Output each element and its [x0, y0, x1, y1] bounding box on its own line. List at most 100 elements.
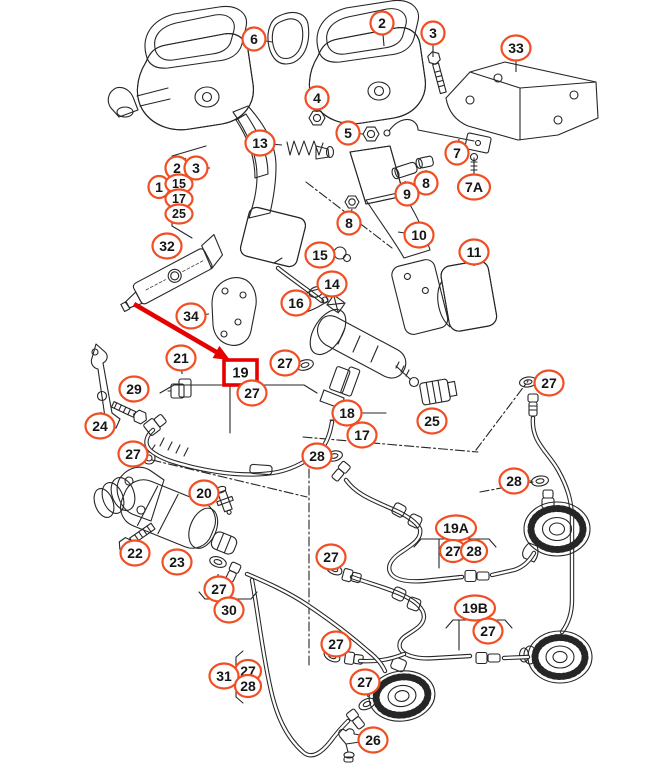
grease-tube-32 — [120, 234, 224, 313]
callout-27[interactable]: 27 — [320, 630, 352, 658]
callout-11[interactable]: 11 — [458, 238, 490, 267]
callout-8[interactable]: 8 — [413, 170, 439, 196]
callout-29[interactable]: 29 — [118, 375, 150, 403]
callout-number: 13 — [252, 135, 268, 151]
callout-circle — [369, 10, 395, 36]
callout-8[interactable]: 8 — [336, 208, 362, 236]
callout-number: 22 — [127, 545, 143, 561]
callout-20[interactable]: 20 — [188, 479, 220, 507]
callout-circle — [117, 440, 149, 468]
callout-5[interactable]: 5 — [335, 120, 364, 146]
callout-16[interactable]: 16 — [280, 289, 312, 317]
callout-number: 26 — [365, 732, 381, 748]
callout-27[interactable]: 27 — [533, 369, 565, 397]
callout-number: 9 — [403, 186, 411, 202]
callout-34[interactable]: 34 — [175, 302, 210, 330]
callout-28[interactable]: 28 — [498, 467, 533, 495]
callout-9[interactable]: 9 — [394, 180, 420, 207]
callout-27[interactable]: 27 — [203, 573, 235, 603]
nut-8-lower — [344, 195, 360, 209]
callout-number: 18 — [339, 405, 355, 421]
callout-21[interactable]: 21 — [165, 344, 197, 375]
callout-7[interactable]: 7 — [444, 138, 470, 166]
callout-circle — [316, 270, 348, 298]
callout-number: 27 — [125, 446, 141, 462]
callout-27[interactable]: 27 — [269, 349, 301, 377]
callout-27[interactable]: 27 — [349, 668, 381, 698]
highlight-arrow — [132, 302, 220, 355]
callout-33[interactable]: 33 — [500, 34, 532, 73]
callout-circle — [444, 140, 470, 166]
callout-17[interactable]: 17 — [346, 421, 378, 449]
callout-circle — [416, 407, 448, 435]
group-brackets — [159, 145, 513, 704]
washer-28-right — [531, 475, 549, 487]
callout-number: 28 — [466, 543, 482, 559]
callout-3[interactable]: 3 — [183, 155, 211, 181]
callout-15[interactable]: 15 — [304, 241, 336, 269]
callout-circle — [413, 170, 439, 196]
callout-19B[interactable]: 19B — [453, 594, 497, 622]
callout-circle — [188, 479, 220, 507]
callout-circle — [269, 349, 301, 377]
washer-27-union — [209, 556, 227, 568]
release-bearing-bottom — [368, 656, 436, 722]
callout-27[interactable]: 27 — [438, 538, 468, 564]
callout-28[interactable]: 28 — [301, 442, 333, 470]
callout-circle — [458, 238, 490, 266]
nut-4 — [308, 110, 326, 126]
callout-number: 17 — [354, 427, 370, 443]
callout-circle — [394, 181, 420, 207]
callout-10[interactable]: 10 — [397, 221, 435, 249]
callout-23[interactable]: 23 — [161, 548, 193, 576]
callout-4[interactable]: 4 — [304, 85, 330, 113]
callout-number: 31 — [216, 668, 232, 684]
callout-27[interactable]: 27 — [236, 379, 268, 407]
callout-19A[interactable]: 19A — [434, 514, 478, 542]
callout-25[interactable]: 25 — [164, 203, 194, 225]
callout-circle — [151, 232, 183, 260]
callout-28[interactable]: 28 — [459, 538, 489, 564]
callout-circle — [336, 210, 362, 236]
callout-number: 27 — [357, 674, 373, 690]
bolt-29 — [110, 401, 147, 425]
support-bracket-33 — [445, 61, 599, 141]
callout-27[interactable]: 27 — [472, 617, 504, 645]
callout-6[interactable]: 6 — [241, 26, 273, 52]
callout-31[interactable]: 31 — [208, 662, 240, 690]
callout-number: 27 — [480, 623, 496, 639]
callout-17[interactable]: 17 — [164, 188, 194, 210]
callout-26[interactable]: 26 — [357, 726, 389, 754]
callout-number: 27 — [445, 543, 461, 559]
callout-27[interactable]: 27 — [315, 543, 347, 571]
callout-13[interactable]: 13 — [244, 129, 283, 157]
callout-7A[interactable]: 7A — [456, 173, 492, 201]
callout-18[interactable]: 18 — [331, 399, 363, 427]
callout-circle — [233, 673, 263, 699]
callout-30[interactable]: 30 — [213, 596, 245, 624]
callout-number: 28 — [309, 448, 325, 464]
callout-circle — [472, 617, 504, 645]
callout-2[interactable]: 2 — [369, 10, 395, 47]
lever-rod-7 — [383, 118, 492, 177]
callout-14[interactable]: 14 — [316, 270, 348, 298]
callout-3[interactable]: 3 — [420, 20, 446, 58]
callout-27[interactable]: 27 — [117, 440, 149, 468]
callout-number: 8 — [345, 215, 353, 231]
callout-32[interactable]: 32 — [151, 232, 183, 260]
callout-number: 15 — [172, 177, 186, 191]
callout-circle — [241, 26, 267, 52]
highlighted-callout-label: 19 — [232, 366, 248, 382]
connector-25 — [419, 378, 458, 406]
callout-22[interactable]: 22 — [119, 539, 151, 567]
over-centre-spring — [286, 140, 335, 160]
callout-25[interactable]: 25 — [416, 407, 448, 435]
callout-28[interactable]: 28 — [233, 673, 263, 699]
callout-circle — [346, 421, 378, 449]
callout-circle — [320, 630, 352, 658]
bleeder-valve-20 — [215, 485, 234, 515]
callout-number: 28 — [240, 678, 256, 694]
callout-number: 23 — [169, 554, 185, 570]
callout-24[interactable]: 24 — [84, 411, 116, 440]
